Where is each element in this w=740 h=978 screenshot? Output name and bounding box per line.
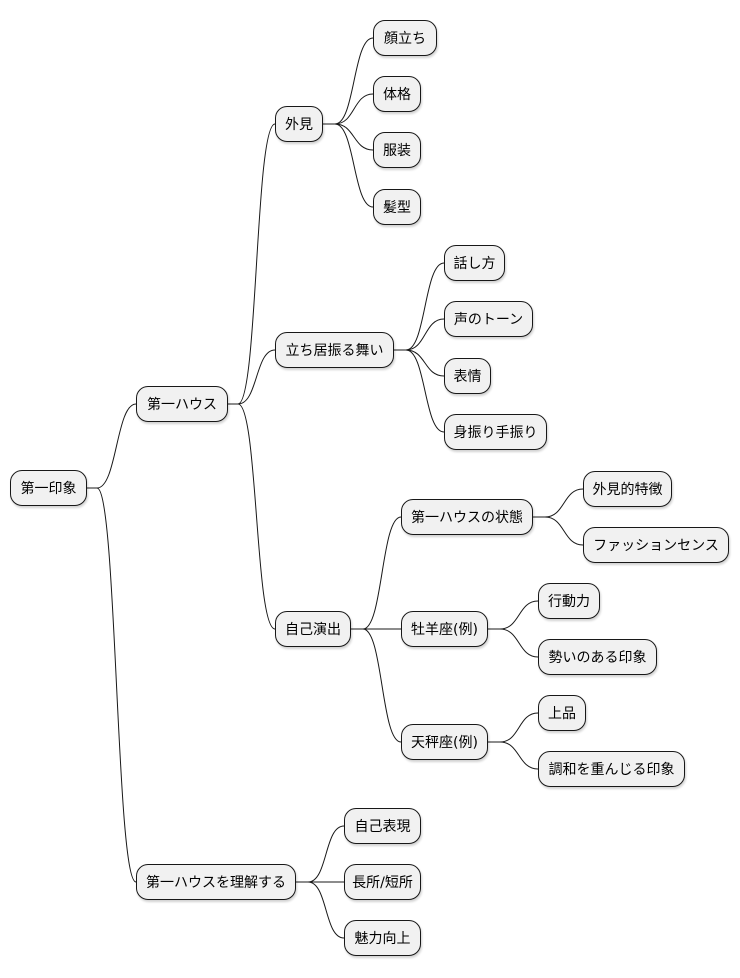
node-label: 調和を重んじる印象 <box>548 762 675 778</box>
link-house1-manner <box>228 349 276 405</box>
link-understand-expression <box>296 825 345 883</box>
node-label: 外見的特徴 <box>592 482 663 498</box>
node-physique[interactable]: 体格 <box>373 76 421 112</box>
node-label: 長所/短所 <box>352 875 413 891</box>
node-vigorous-impression[interactable]: 勢いのある印象 <box>538 639 657 675</box>
node-clothing[interactable]: 服装 <box>373 132 421 168</box>
node-label: 自己演出 <box>285 622 341 638</box>
node-root[interactable]: 第一印象 <box>10 470 87 506</box>
node-self-presentation[interactable]: 自己演出 <box>275 611 351 647</box>
node-strengths-weaknesses[interactable]: 長所/短所 <box>344 864 421 900</box>
node-label: 牡羊座(例) <box>411 622 478 638</box>
link-manner-voice <box>394 318 445 351</box>
node-fashion-sense[interactable]: ファッションセンス <box>583 527 729 563</box>
node-label: 声のトーン <box>453 312 524 328</box>
node-label: 魅力向上 <box>354 931 411 947</box>
node-label: 第一ハウス <box>147 397 217 413</box>
node-house1[interactable]: 第一ハウス <box>136 386 228 422</box>
node-elegant[interactable]: 上品 <box>538 695 586 731</box>
node-face[interactable]: 顔立ち <box>373 20 437 56</box>
node-appearance[interactable]: 外見 <box>275 106 323 142</box>
link-libra-harmony <box>488 741 539 770</box>
node-understand-house1[interactable]: 第一ハウスを理解する <box>136 864 296 900</box>
link-self-state <box>351 516 402 630</box>
link-state-traits <box>533 488 584 518</box>
node-label: 顔立ち <box>384 31 426 47</box>
node-label: ファッションセンス <box>593 538 719 554</box>
link-appearance-physique <box>323 93 374 125</box>
link-manner-gestures <box>394 349 445 433</box>
link-manner-speaking <box>394 262 445 351</box>
node-label: 第一ハウスを理解する <box>146 875 286 891</box>
link-manner-expression <box>394 349 445 377</box>
link-state-fashion <box>533 516 584 546</box>
link-libra-elegant <box>488 712 539 743</box>
node-gestures[interactable]: 身振り手振り <box>444 414 547 450</box>
node-label: 上品 <box>548 706 576 722</box>
node-charm-up[interactable]: 魅力向上 <box>344 920 421 956</box>
link-house1-self <box>228 403 276 630</box>
link-understand-charm <box>296 881 345 939</box>
node-label: 天秤座(例) <box>411 735 478 751</box>
link-self-libra <box>351 628 402 743</box>
node-label: 身振り手振り <box>453 425 538 441</box>
link-aries-vigorous <box>488 628 539 658</box>
link-root-understand <box>87 487 137 883</box>
node-label: 話し方 <box>453 256 496 272</box>
link-appearance-face <box>323 37 374 125</box>
node-hairstyle[interactable]: 髪型 <box>373 189 421 225</box>
link-root-house1 <box>87 403 137 489</box>
node-label: 髪型 <box>383 200 411 216</box>
node-label: 第一印象 <box>20 481 77 497</box>
link-appearance-hair <box>323 123 374 208</box>
node-harmony-impression[interactable]: 調和を重んじる印象 <box>538 751 685 787</box>
node-label: 立ち居振る舞い <box>285 343 384 359</box>
node-speaking[interactable]: 話し方 <box>444 245 505 281</box>
node-label: 服装 <box>383 143 411 159</box>
node-manner[interactable]: 立ち居振る舞い <box>275 332 394 368</box>
node-action[interactable]: 行動力 <box>538 583 600 619</box>
link-appearance-clothing <box>323 123 374 151</box>
node-house1-state[interactable]: 第一ハウスの状態 <box>401 499 533 535</box>
node-label: 自己表現 <box>354 819 411 835</box>
node-self-expression[interactable]: 自己表現 <box>344 808 421 844</box>
node-label: 体格 <box>383 87 411 103</box>
node-label: 第一ハウスの状態 <box>411 510 523 526</box>
node-visual-traits[interactable]: 外見的特徴 <box>583 471 672 507</box>
node-label: 外見 <box>285 117 313 133</box>
node-label: 行動力 <box>548 594 590 610</box>
node-voice-tone[interactable]: 声のトーン <box>444 301 533 337</box>
node-label: 勢いのある印象 <box>548 650 647 666</box>
link-house1-appearance <box>228 123 276 405</box>
link-aries-action <box>488 600 539 630</box>
node-libra[interactable]: 天秤座(例) <box>401 724 488 760</box>
node-aries[interactable]: 牡羊座(例) <box>401 611 488 647</box>
node-expression[interactable]: 表情 <box>444 358 491 394</box>
node-label: 表情 <box>453 369 482 385</box>
